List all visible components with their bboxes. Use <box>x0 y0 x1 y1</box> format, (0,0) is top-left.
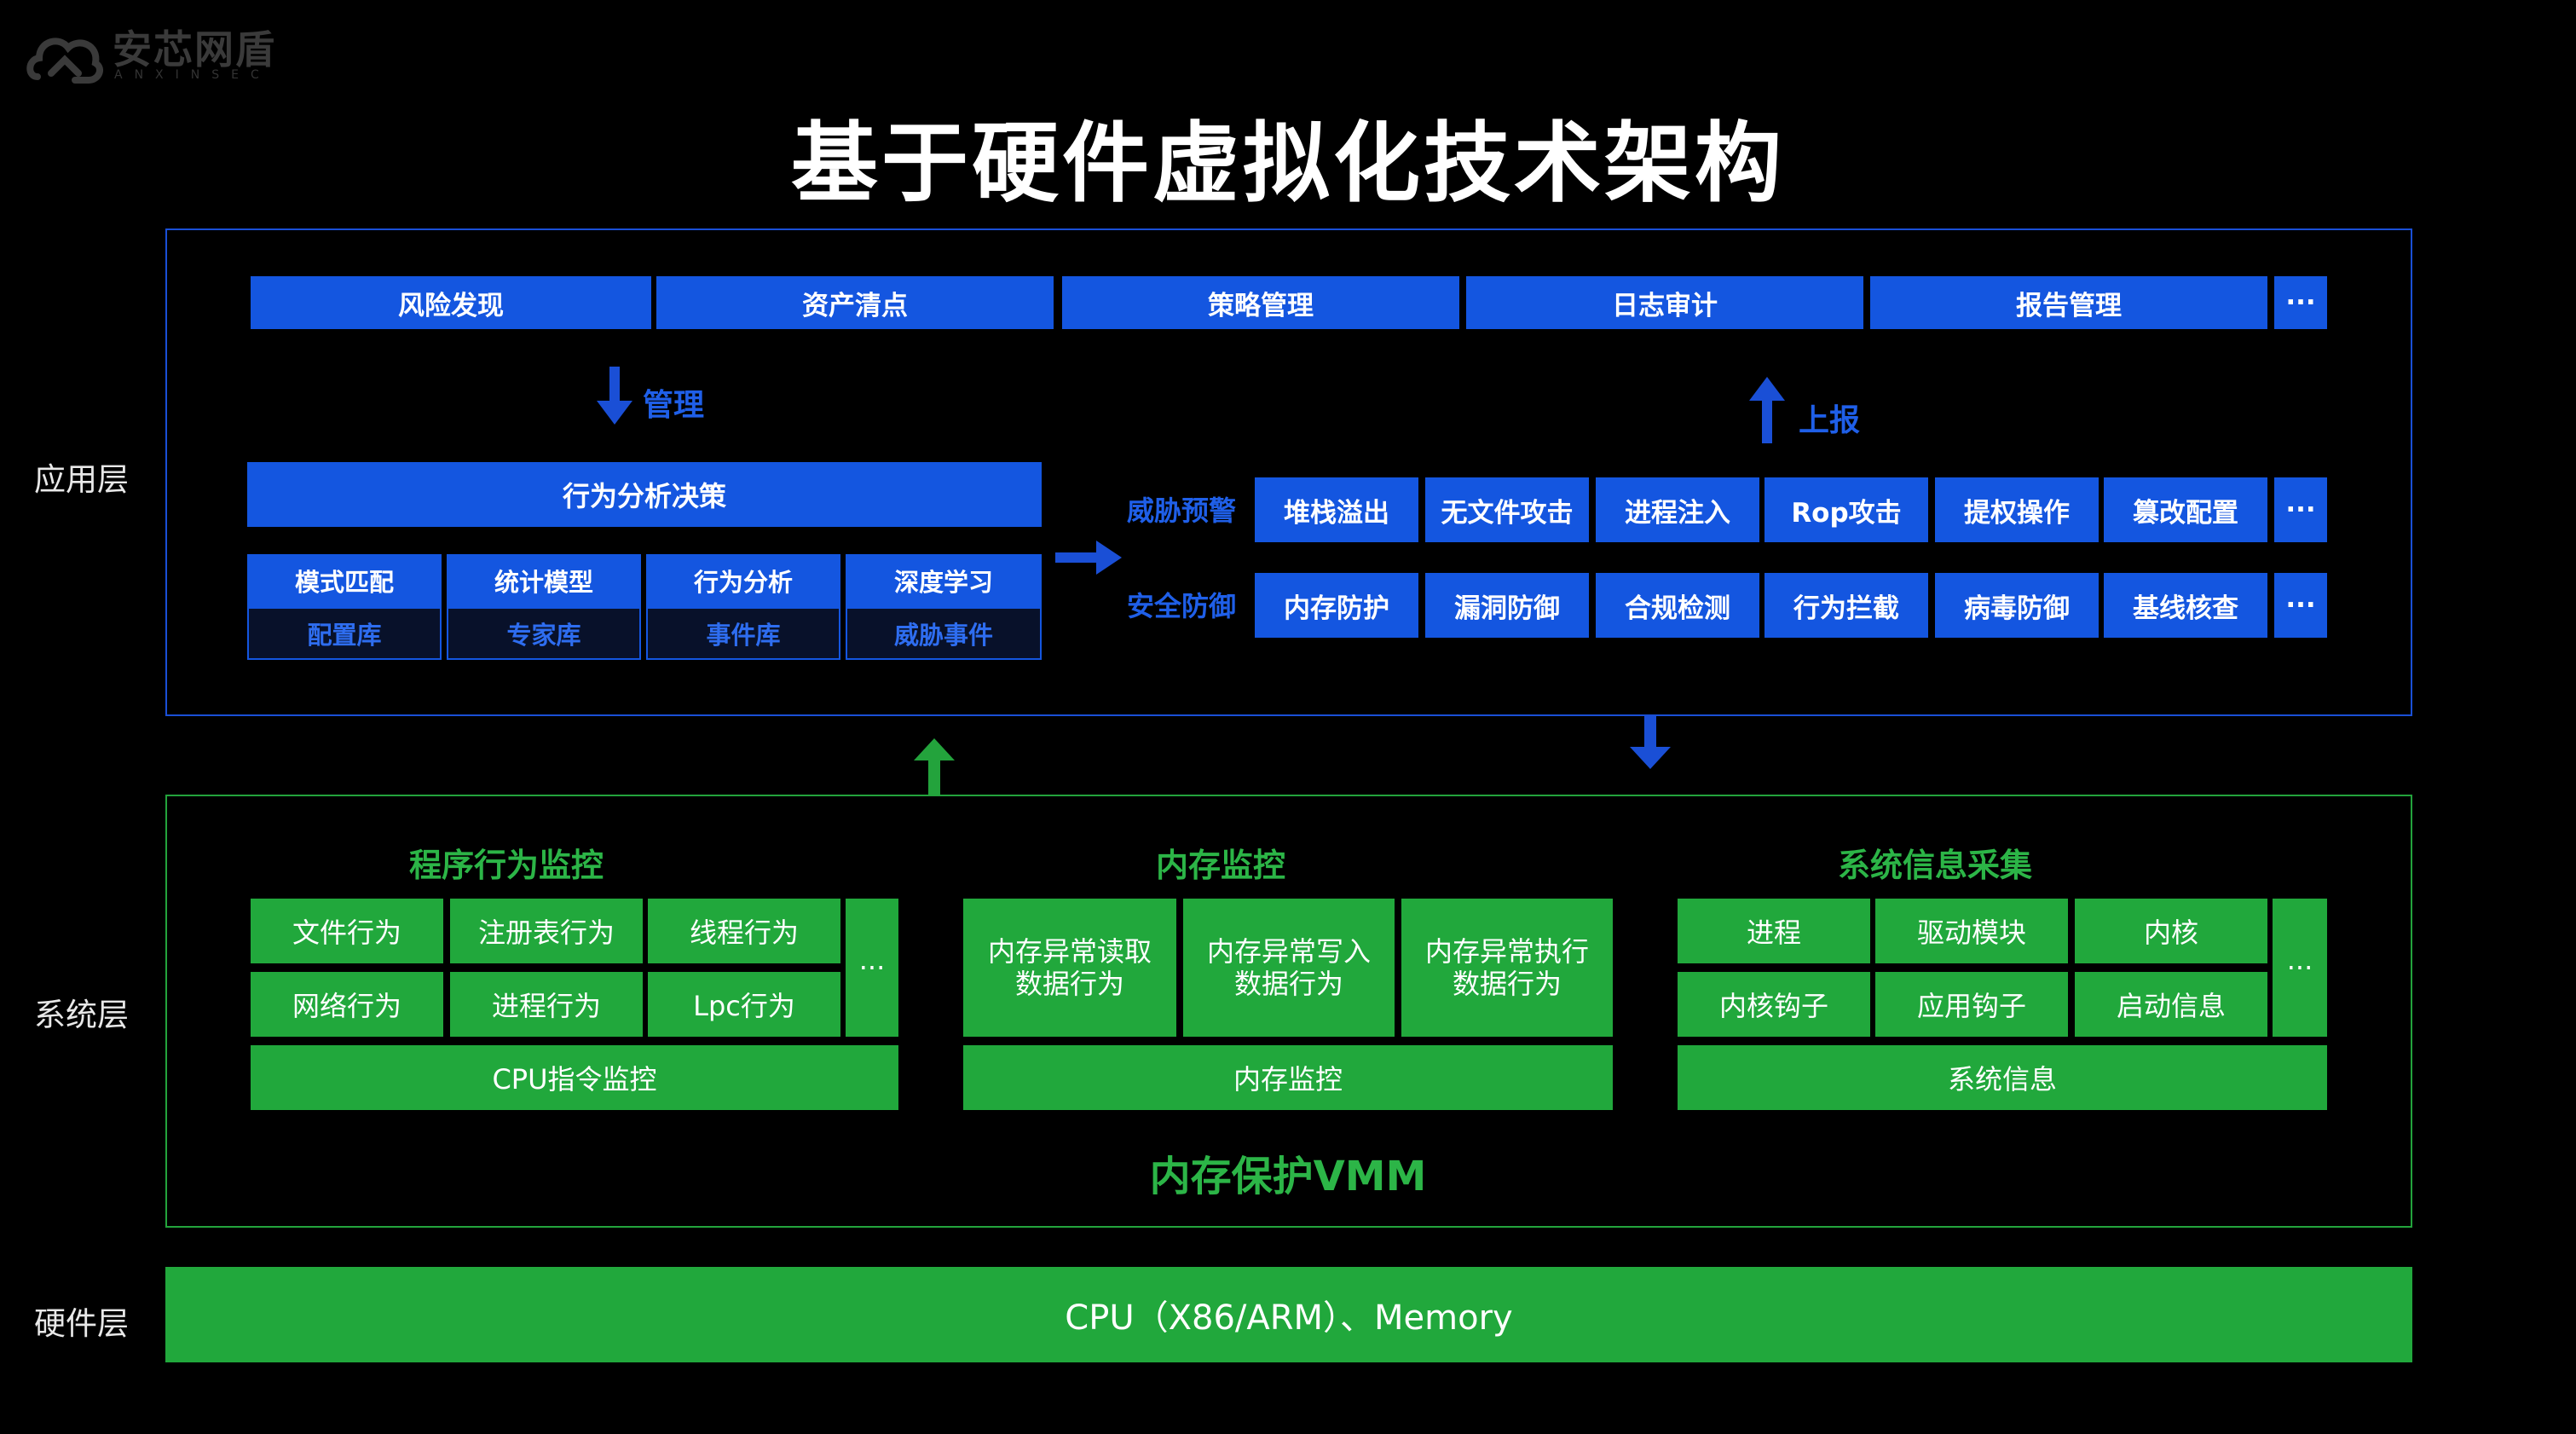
threat-fileless-attack: 无文件攻击 <box>1425 477 1589 542</box>
memory-monitor-title: 内存监控 <box>1156 847 1286 884</box>
layer-label-hardware: 硬件层 <box>34 1305 129 1342</box>
logo-subtitle: ANXINSEC <box>114 68 271 82</box>
arrow-right-icon <box>1055 541 1122 575</box>
sysinfo-process: 进程 <box>1678 899 1870 963</box>
sysinfo-kernel: 内核 <box>2075 899 2267 963</box>
memory-monitor-footer: 内存监控 <box>963 1045 1613 1110</box>
memory-abnormal-execute: 内存异常执行 数据行为 <box>1401 899 1613 1037</box>
sysinfo-driver-module: 驱动模块 <box>1875 899 2068 963</box>
sysinfo-title: 系统信息采集 <box>1838 847 2033 884</box>
threat-config-tamper: 篡改配置 <box>2104 477 2267 542</box>
threat-stack-overflow: 堆栈溢出 <box>1255 477 1418 542</box>
module-log-audit: 日志审计 <box>1466 276 1863 329</box>
page-title: 基于硬件虚拟化技术架构 <box>791 113 1785 215</box>
decision-item-deep-learning: 深度学习 <box>846 554 1042 607</box>
defense-compliance-check: 合规检测 <box>1596 573 1759 638</box>
layer-label-app: 应用层 <box>34 461 129 498</box>
threat-warning-label: 威胁预警 <box>1127 494 1237 527</box>
layer-label-system: 系统层 <box>34 997 129 1033</box>
threat-more: ··· <box>2274 477 2327 542</box>
arrow-up-icon <box>1749 377 1785 443</box>
app-layer-frame <box>165 228 2412 716</box>
program-lpc-behavior: Lpc行为 <box>648 972 840 1037</box>
decision-sub-config: 配置库 <box>247 607 442 660</box>
system-layer-frame <box>165 795 2412 1228</box>
module-more: ··· <box>2274 276 2327 329</box>
program-thread-behavior: 线程行为 <box>648 899 840 963</box>
threat-privilege-escalation: 提权操作 <box>1935 477 2099 542</box>
module-report-management: 报告管理 <box>1870 276 2267 329</box>
vmm-label: 内存保护VMM <box>1149 1153 1427 1200</box>
hardware-bar: CPU（X86/ARM）、Memory <box>165 1267 2412 1362</box>
threat-rop-attack: Rop攻击 <box>1765 477 1928 542</box>
decision-item-statistics: 统计模型 <box>447 554 641 607</box>
defense-more: ··· <box>2274 573 2327 638</box>
defense-behavior-block: 行为拦截 <box>1765 573 1928 638</box>
program-registry-behavior: 注册表行为 <box>450 899 643 963</box>
program-cpu-monitor: CPU指令监控 <box>251 1045 898 1110</box>
report-label: 上报 <box>1799 403 1861 438</box>
module-risk-discovery: 风险发现 <box>251 276 651 329</box>
defense-baseline-check: 基线核查 <box>2104 573 2267 638</box>
decision-title: 行为分析决策 <box>247 462 1042 527</box>
program-network-behavior: 网络行为 <box>251 972 443 1037</box>
module-policy-management: 策略管理 <box>1062 276 1459 329</box>
sysinfo-boot-info: 启动信息 <box>2075 972 2267 1037</box>
arrow-down-blue-icon <box>1630 716 1671 769</box>
program-more: ··· <box>846 899 898 1037</box>
decision-sub-event: 事件库 <box>646 607 840 660</box>
decision-sub-threat: 威胁事件 <box>846 607 1042 660</box>
anxin-logo-icon <box>26 38 104 84</box>
sysinfo-kernel-hook: 内核钩子 <box>1678 972 1870 1037</box>
sysinfo-more: ··· <box>2273 899 2327 1037</box>
decision-item-behavior: 行为分析 <box>646 554 840 607</box>
decision-sub-expert: 专家库 <box>447 607 641 660</box>
memory-abnormal-write: 内存异常写入 数据行为 <box>1183 899 1395 1037</box>
manage-label: 管理 <box>643 388 705 423</box>
module-asset-inventory: 资产清点 <box>656 276 1054 329</box>
security-defense-label: 安全防御 <box>1127 590 1237 622</box>
program-monitor-title: 程序行为监控 <box>409 847 604 884</box>
arrow-up-green-icon <box>914 738 955 795</box>
threat-process-injection: 进程注入 <box>1596 477 1759 542</box>
program-file-behavior: 文件行为 <box>251 899 443 963</box>
logo-name: 安芯网盾 <box>113 26 276 72</box>
defense-antivirus: 病毒防御 <box>1935 573 2099 638</box>
program-process-behavior: 进程行为 <box>450 972 643 1037</box>
arrow-down-icon <box>597 367 632 425</box>
memory-abnormal-read: 内存异常读取 数据行为 <box>963 899 1176 1037</box>
decision-item-pattern: 模式匹配 <box>247 554 442 607</box>
defense-memory-protection: 内存防护 <box>1255 573 1418 638</box>
sysinfo-app-hook: 应用钩子 <box>1875 972 2068 1037</box>
defense-vulnerability: 漏洞防御 <box>1425 573 1589 638</box>
sysinfo-footer: 系统信息 <box>1678 1045 2327 1110</box>
